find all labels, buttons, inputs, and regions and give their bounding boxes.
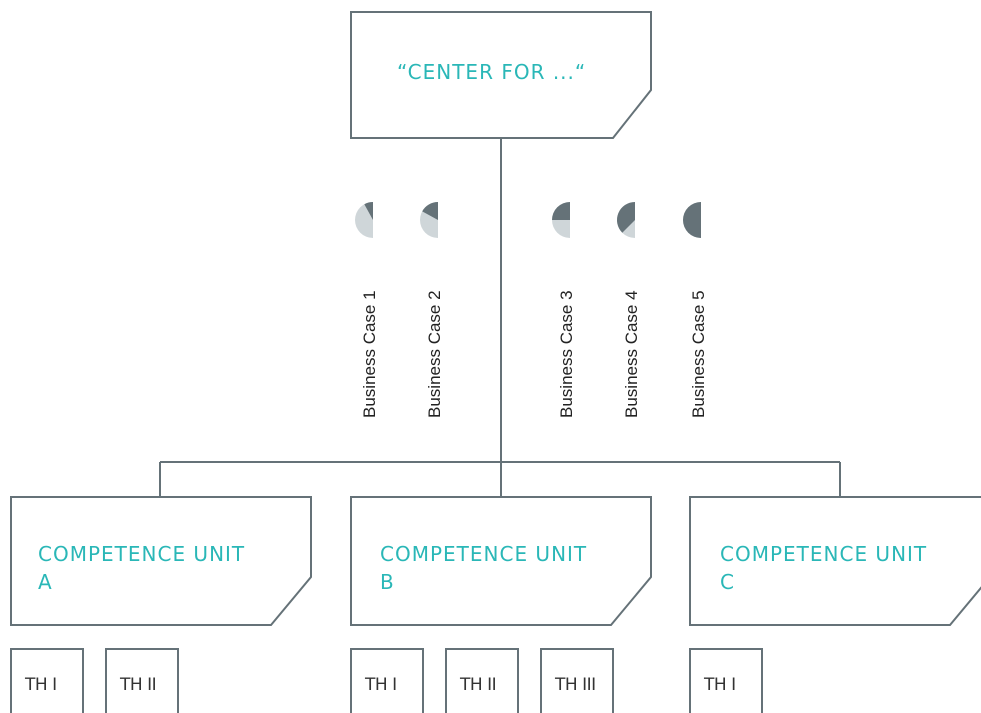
- center-title: “CENTER FOR ...“: [397, 60, 587, 84]
- sub-box-a-2: [105, 648, 179, 713]
- progress-pie-fill-4: [616, 202, 635, 233]
- sub-label-a-2: TH II: [120, 675, 157, 695]
- unit-c-title: COMPETENCE UNIT C: [720, 540, 927, 596]
- sub-label-b-3: TH III: [555, 675, 596, 695]
- business-case-label-4: Business Case 4: [622, 290, 641, 418]
- sub-box-c-1: [689, 648, 763, 713]
- unit-a-line1: COMPETENCE UNIT: [38, 542, 246, 566]
- sub-label-b-2: TH II: [460, 675, 497, 695]
- center-box: [350, 11, 652, 139]
- sub-box-a-1: [10, 648, 84, 713]
- progress-pie-fill-3: [552, 202, 570, 220]
- business-case-label-3: Business Case 3: [557, 290, 576, 418]
- unit-box-c: [689, 496, 981, 626]
- unit-a-title: COMPETENCE UNIT A: [38, 540, 245, 596]
- unit-b-line2: B: [380, 570, 395, 594]
- unit-c-line2: C: [720, 570, 735, 594]
- business-case-label-5: Business Case 5: [689, 290, 708, 418]
- business-case-label-2: Business Case 2: [425, 290, 444, 418]
- sub-box-b-3: [540, 648, 614, 713]
- sub-label-b-1: TH I: [365, 675, 397, 695]
- sub-box-b-1: [350, 648, 424, 713]
- progress-pie-fill-2: [422, 202, 438, 220]
- progress-pie-fill-1: [364, 202, 373, 220]
- unit-box-a: [10, 496, 312, 626]
- unit-b-title: COMPETENCE UNIT B: [380, 540, 587, 596]
- sub-box-b-2: [445, 648, 519, 713]
- sub-label-a-1: TH I: [25, 675, 57, 695]
- unit-b-line1: COMPETENCE UNIT: [380, 542, 588, 566]
- unit-a-line2: A: [38, 570, 53, 594]
- unit-box-b: [350, 496, 652, 626]
- sub-label-c-1: TH I: [704, 675, 736, 695]
- unit-c-line1: COMPETENCE UNIT: [720, 542, 928, 566]
- business-case-label-1: Business Case 1: [360, 290, 379, 418]
- progress-pie-fill-5: [683, 202, 701, 238]
